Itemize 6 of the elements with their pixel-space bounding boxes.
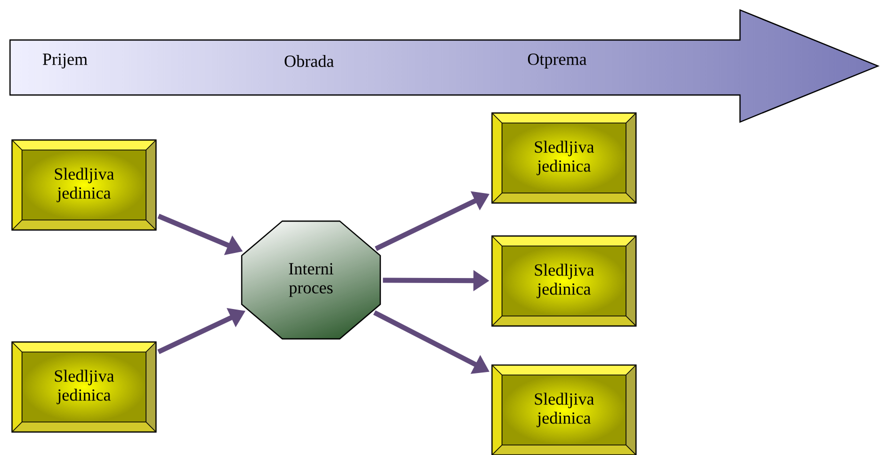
beveled-box: Sledljiva jedinica: [491, 112, 637, 204]
beveled-box: Sledljiva jedinica: [11, 341, 157, 433]
beveled-box: Sledljiva jedinica: [11, 139, 157, 231]
beveled-box: Sledljiva jedinica: [491, 235, 637, 327]
octagon: Interni proces: [241, 220, 381, 340]
beveled-box: Sledljiva jedinica: [491, 364, 637, 455]
